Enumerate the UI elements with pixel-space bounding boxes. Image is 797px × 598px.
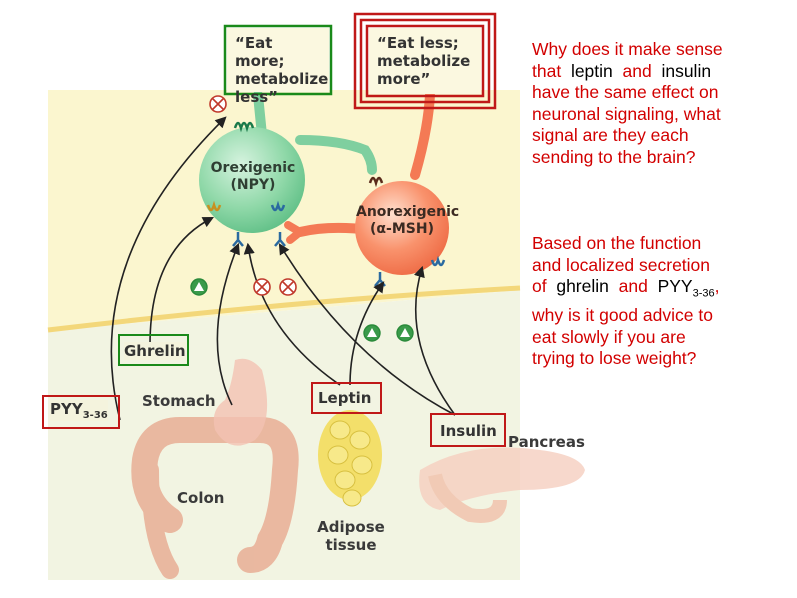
q1-line-4: neuronal signaling, what — [532, 103, 721, 124]
stimulate-icon — [190, 278, 208, 296]
colon-shape — [131, 417, 299, 579]
leptin-arrow-2 — [349, 281, 385, 386]
leptin-box-border — [311, 382, 382, 414]
pyy-main: PYY — [50, 400, 83, 418]
insulin-box-border — [430, 413, 506, 447]
adipose-label: Adipose tissue — [315, 518, 387, 554]
eat-more-line-2: metabolize — [235, 70, 329, 88]
q1-line-3: have the same effect on — [532, 82, 719, 102]
eat-less-box: “Eat less; metabolize more” — [369, 28, 481, 94]
anorexigenic-line-1: Anorexigenic — [356, 204, 460, 220]
q1-that: that — [532, 60, 562, 81]
q2-ghrelin: ghrelin — [556, 276, 609, 296]
q2-line-1: Based on the function — [532, 233, 702, 253]
stimulate-icon — [363, 324, 381, 342]
insulin-arrow-1 — [278, 243, 456, 416]
leptin-arrow-1 — [243, 242, 341, 386]
insulin-arrow-2 — [414, 265, 456, 416]
adipose-line-1: Adipose — [317, 518, 385, 536]
eat-more-box-border — [223, 24, 333, 96]
eat-more-box: “Eat more; metabolize less” — [227, 28, 329, 106]
pyy-subscript: 3-36 — [82, 410, 108, 421]
colon-label: Colon — [177, 489, 225, 507]
ghrelin-arrow — [149, 216, 214, 346]
insulin-label: Insulin — [440, 422, 497, 440]
q2-pyy: PYY3-36 — [657, 276, 715, 300]
anorexigenic-neuron — [355, 181, 449, 275]
eat-less-line-3: more” — [377, 70, 431, 88]
q2-pyy-main: PYY — [657, 276, 693, 296]
pyy-arrow — [110, 116, 227, 421]
q2-pyy-sub: 3-36 — [692, 287, 715, 300]
orexigenic-to-anorexigenic — [295, 135, 377, 175]
blood-brain-boundary — [47, 285, 521, 333]
q1-line-6: sending to the brain? — [532, 146, 696, 167]
eat-less-line-1: “Eat less; — [377, 34, 459, 52]
stomach-shape — [213, 358, 268, 446]
q2-and: and — [618, 276, 648, 296]
eat-more-line-1: “Eat more; — [235, 34, 285, 70]
q1-leptin: leptin — [570, 60, 613, 81]
signal-arrows — [110, 116, 456, 421]
ghrelin-label: Ghrelin — [124, 342, 186, 360]
q2-line-2: and localized secretion — [532, 254, 711, 275]
inhibit-icon — [279, 278, 297, 296]
adipose-tissue-shape — [318, 410, 382, 507]
orexigenic-line-2: (NPY) — [230, 177, 276, 193]
q1-line-2: that leptin and insulin — [532, 61, 792, 83]
orexigenic-line-1: Orexigenic — [210, 160, 296, 176]
orexigenic-label: Orexigenic (NPY) — [208, 160, 298, 194]
inhibit-icon — [253, 278, 271, 296]
q2-line-4: why is it good advice to — [532, 305, 713, 325]
q2-line-3: of ghrelin and PYY3-36, — [532, 276, 792, 305]
pancreas-shape — [419, 447, 585, 523]
pyy-box-border — [42, 395, 120, 429]
q1-line-5: signal are they each — [532, 125, 689, 145]
ghrelin-box-border — [118, 334, 189, 366]
question-1: Why does it make sense that leptin and i… — [532, 39, 792, 168]
q1-and: and — [622, 60, 652, 81]
question-2: Based on the function and localized secr… — [532, 233, 792, 370]
anorexigenic-line-2: (α-MSH) — [370, 221, 434, 237]
eat-less-box-border-outer — [353, 12, 497, 110]
stimulate-icon — [396, 324, 414, 342]
inhibit-icon — [209, 95, 227, 113]
q1-line-1: Why does it make sense — [532, 39, 723, 59]
leptin-label: Leptin — [318, 389, 372, 407]
q1-insulin: insulin — [661, 60, 712, 81]
q2-comma: , — [714, 276, 720, 296]
adipose-line-2: tissue — [325, 536, 377, 554]
pyy-label: PYY3-36 — [50, 400, 108, 421]
q2-of: of — [532, 276, 547, 296]
eat-less-line-2: metabolize — [377, 52, 471, 70]
stomach-arrow — [216, 242, 240, 406]
eat-more-line-3: less” — [235, 88, 279, 106]
pancreas-label: Pancreas — [508, 433, 585, 451]
q2-line-6: trying to lose weight? — [532, 348, 697, 368]
q2-line-5: eat slowly if you are — [532, 326, 686, 347]
anorexigenic-label: Anorexigenic (α-MSH) — [356, 204, 460, 238]
stomach-label: Stomach — [142, 392, 216, 410]
